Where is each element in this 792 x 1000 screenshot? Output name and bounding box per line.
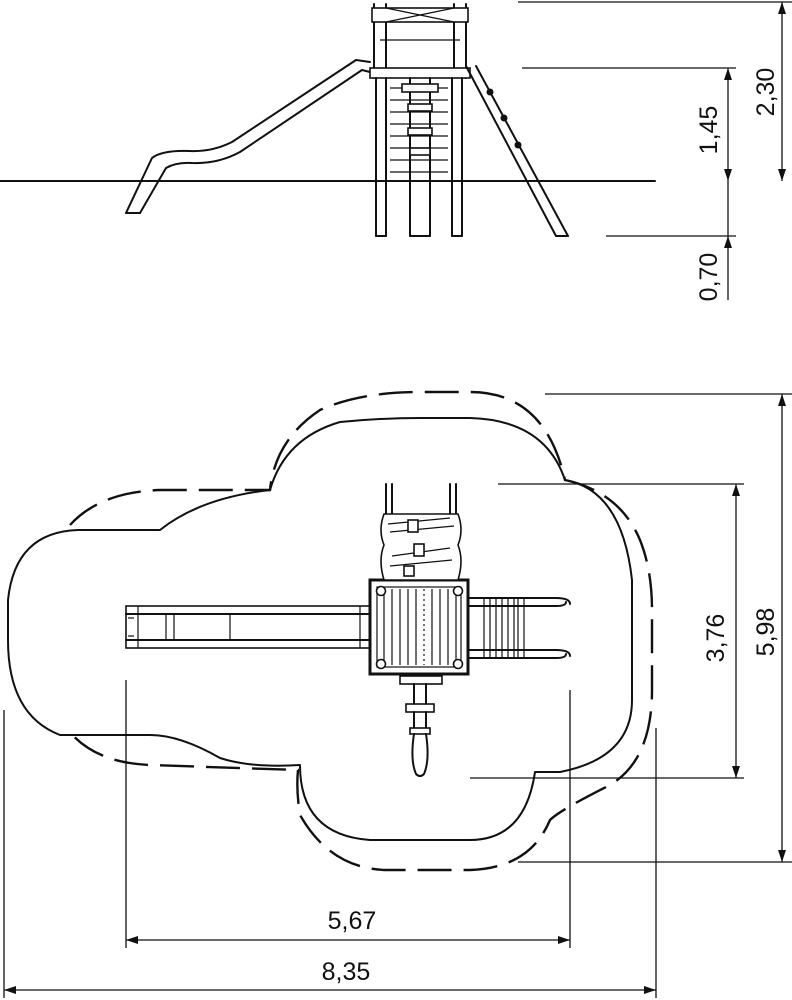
platform-height-label: 1,45 <box>695 106 723 155</box>
slide-side <box>125 59 371 214</box>
dimension-equipment-length: 5,67 <box>125 680 571 948</box>
equipment-width-label: 3,76 <box>702 614 730 663</box>
plan-view: 5,98 3,76 5,67 8,35 <box>3 390 792 998</box>
dimension-total-height: 2,30 <box>518 1 792 181</box>
climbing-ramp-side <box>465 65 569 237</box>
safety-zone-outline <box>67 390 654 872</box>
foundation-depth-label: 0,70 <box>695 253 723 302</box>
total-height-label: 2,30 <box>752 68 780 117</box>
climbing-rope-plan[interactable] <box>399 675 443 777</box>
climbing-ramp-plan[interactable] <box>380 483 462 581</box>
side-elevation-view: 2,30 1,45 0,70 <box>0 1 792 301</box>
dimension-equipment-width: 3,76 <box>470 483 744 779</box>
ladder-side <box>390 77 448 237</box>
tower-roof <box>369 3 471 79</box>
dimension-platform-height: 1,45 <box>522 67 736 181</box>
safety-area-width-label: 5,98 <box>752 608 780 657</box>
equipment-length-label: 5,67 <box>328 907 377 935</box>
slide-plan[interactable] <box>125 605 375 649</box>
fall-zone-outline[interactable] <box>7 417 633 841</box>
ladder-plan[interactable] <box>467 597 571 659</box>
tower-posts <box>375 77 463 237</box>
safety-area-length-label: 8,35 <box>322 958 371 986</box>
dimension-foundation-depth: 0,70 <box>606 181 736 301</box>
dimension-safety-area-length: 8,35 <box>3 710 657 998</box>
dimension-safety-area-width: 5,98 <box>518 393 792 863</box>
tower-platform-plan[interactable] <box>368 578 470 676</box>
